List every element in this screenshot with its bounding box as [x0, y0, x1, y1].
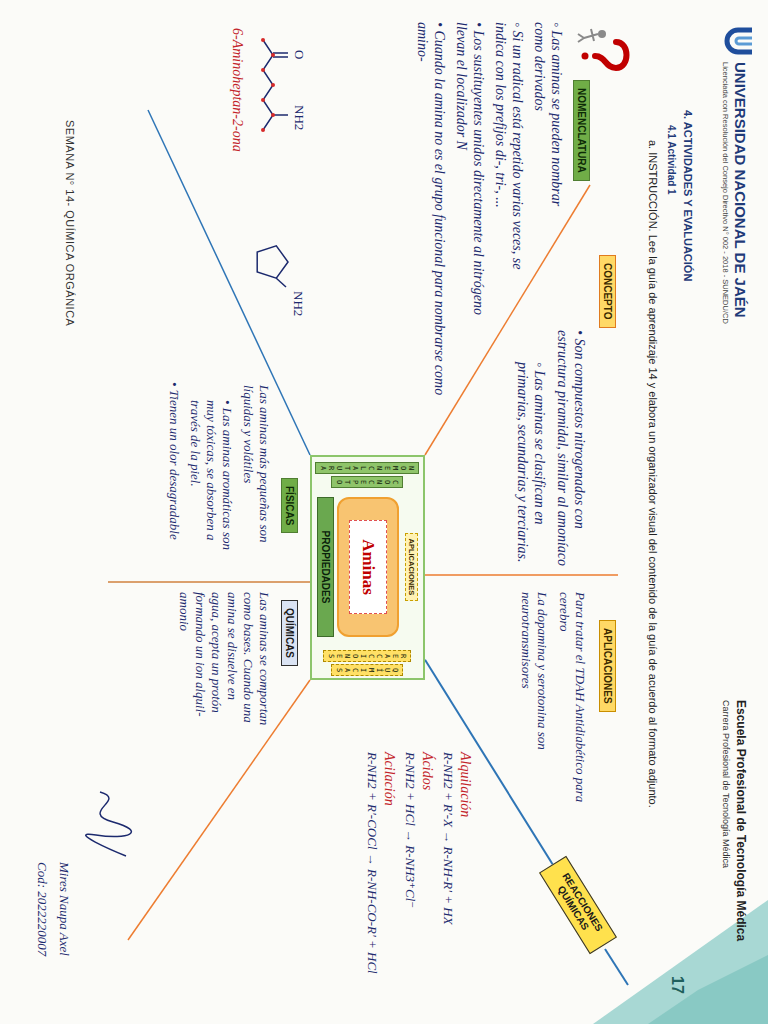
- molecule-bond: [273, 56, 288, 58]
- note-text: • Cuando la amina no es el grupo funcion…: [414, 22, 448, 409]
- reaction-equation: R-NH2 + R'-COCl → R-NH-CO-R' + HCl: [364, 752, 380, 1014]
- carbon-dot: [261, 128, 265, 132]
- section-tag: QUÍMICAS: [281, 600, 298, 666]
- note-text: • Tienen un olor desagradable: [166, 382, 182, 574]
- header-note: Licenciada con Resolución del Consejo Di…: [721, 62, 730, 324]
- molecule-bond: [276, 278, 286, 287]
- section-tag: APLICACIONES: [599, 620, 616, 712]
- node-text: NOMENCLATURA: [576, 88, 587, 173]
- note-text: ◦ Si un radical está repetido varias vec…: [492, 22, 526, 282]
- section-heading: 4. ACTIVIDADES Y EVALUACIÓN: [682, 110, 694, 281]
- reaction-equation: R-NH2 + HCl → R-NH3⁺Cl⁻: [402, 752, 418, 1014]
- ring-structure: [257, 246, 288, 278]
- reaction-name: Ácidos: [419, 752, 436, 1014]
- carbon-dot: [271, 53, 275, 57]
- vertical-strip: CONCEPTO: [332, 476, 404, 488]
- note-text: Las aminas se comportan como bases. Cuan…: [176, 592, 272, 726]
- note-text: Para tratar el TDAH Antidiabético para c…: [556, 592, 588, 832]
- formula-label: NH2: [292, 105, 307, 130]
- carbon-dot: [261, 68, 265, 72]
- node-text: REACCIONES QUÍMICAS: [546, 863, 610, 948]
- node-text: FÍSICAS: [284, 486, 295, 525]
- divider-line: [425, 574, 618, 576]
- node-text: CONCEPTO: [336, 479, 400, 486]
- question-icon: [598, 30, 606, 38]
- node-text: CONCEPTO: [602, 263, 613, 320]
- section-tag: NOMENCLATURA: [573, 80, 590, 181]
- signature-name: Mires Naupa Axel: [56, 862, 72, 956]
- node-text: QUÍMICAS: [336, 667, 400, 674]
- career-name: Carrera Profesional de Tecnología Médica: [721, 700, 731, 868]
- formula-label: O: [292, 50, 307, 59]
- section-tag: REACCIONES QUÍMICAS: [539, 856, 617, 954]
- logo-mark: [736, 38, 752, 44]
- student-code: Cod: 2022220007: [34, 862, 50, 956]
- section-tag: CONCEPTO: [599, 255, 616, 328]
- university-name: UNIVERSIDAD NACIONAL DE JAÉN: [732, 62, 749, 318]
- node-text: REACCIONES: [328, 653, 408, 660]
- molecule-bond: [273, 52, 288, 54]
- node-text: PROPIEDADES: [320, 498, 331, 636]
- signature-scribble: [86, 792, 132, 856]
- reaction-name: Acilación: [381, 752, 398, 1014]
- logo-mark: [727, 30, 752, 52]
- note-text: • Son compuestos nitrogenados con estruc…: [554, 330, 588, 567]
- central-frame: NOMENCLATURA CONCEPTO APLICACIONES Aminas PR…: [310, 455, 425, 680]
- question-icon: [582, 53, 589, 60]
- structure-name: 6-Aminoheptan-2-ona: [229, 28, 246, 152]
- carbon-dots: [261, 38, 275, 132]
- properties-bar: PROPIEDADES: [317, 497, 334, 637]
- note-text: • Las aminas aromáticas son muy tóxicas,…: [187, 400, 235, 574]
- node-text: APLICACIONES: [602, 628, 613, 704]
- divider-line: [605, 949, 628, 985]
- inner-label-box: APLICACIONES: [405, 533, 418, 602]
- note-text: Las aminas más pequeñas son líquidas y v…: [240, 385, 272, 574]
- corner-decoration: [648, 955, 768, 1024]
- carbon-dot: [261, 38, 265, 42]
- carbon-dot: [271, 113, 275, 117]
- carbon-dot: [271, 83, 275, 87]
- divider-line: [128, 680, 310, 940]
- question-icon: [595, 42, 627, 68]
- reaction-equation: R-NH2 + R'-X → R-NH-R' + HX: [440, 752, 456, 1014]
- school-name: Escuela Profesional de Tecnología Médica: [734, 700, 748, 941]
- section-tag: FÍSICAS: [281, 478, 298, 533]
- reaction-name: Alquilación: [457, 752, 474, 1014]
- title-box: Aminas: [337, 497, 399, 637]
- note-text: La dopamina y serotonina son neurotransm…: [518, 592, 550, 801]
- question-icon: [578, 29, 598, 42]
- note-text: ◦ Las aminas se pueden nombrar como deri…: [531, 22, 565, 218]
- vertical-strip: REACCIONES: [324, 650, 412, 662]
- activity-heading: 4.1 Actividad 1: [666, 125, 677, 195]
- node-text: Aminas: [349, 520, 387, 614]
- node-text: NOMENCLATURA: [320, 465, 416, 472]
- note-text: ◦ Las aminas se clasifican en primarias,…: [514, 362, 548, 567]
- footer-text: SEMANA N° 14- QUÍMICA ORGÁNICA: [64, 120, 76, 326]
- node-text: APLICACIONES: [407, 539, 416, 596]
- formula-label: NH2: [291, 291, 306, 316]
- molecule-bond: [273, 114, 288, 116]
- instruction-text: a. INSTRUCCIÓN. Lee la guía de aprendiza…: [646, 140, 660, 1010]
- carbon-dot: [261, 98, 265, 102]
- vertical-strip: NOMENCLATURA: [316, 462, 420, 474]
- node-text: QUÍMICAS: [284, 608, 295, 658]
- note-text: • Los sustituyentes unidos directamente …: [453, 22, 487, 346]
- vertical-strip: QUÍMICAS: [332, 664, 404, 676]
- divider-line: [108, 581, 310, 583]
- page-number: 17: [668, 976, 686, 994]
